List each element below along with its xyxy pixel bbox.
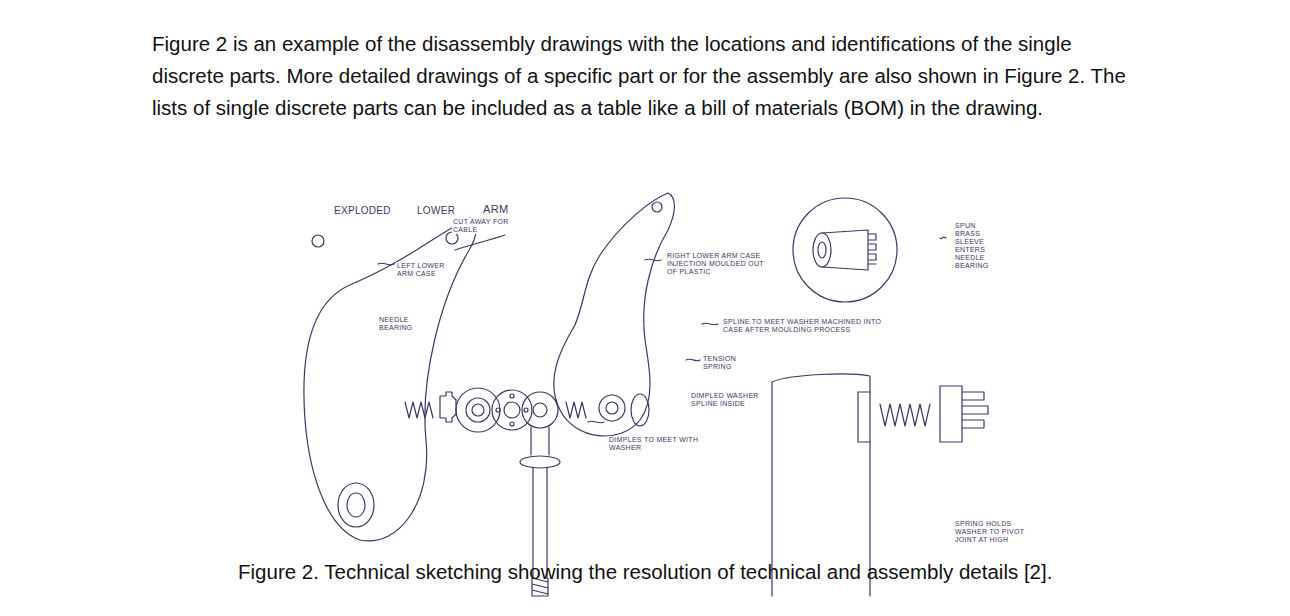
part-label: ARM [482, 203, 509, 216]
part-label: NEEDLE BEARING [378, 316, 422, 332]
pivot-boss [338, 483, 374, 527]
shaft-flange [520, 456, 560, 468]
shaft-eye [522, 392, 558, 428]
left-arm-case [304, 218, 476, 541]
part-label: SPRING HOLDS WASHER TO PIVOT JOINT AT HI… [954, 520, 1038, 544]
washer [472, 404, 484, 416]
sleeve [813, 233, 831, 267]
needle-bearing [606, 402, 618, 414]
case-recess [858, 392, 870, 442]
figure-caption: Figure 2. Technical sketching showing th… [238, 560, 1052, 584]
washer [631, 394, 649, 426]
washer [466, 398, 490, 422]
washer [456, 388, 500, 432]
part-label: DIMPLES TO MEET WITH WASHER [608, 436, 710, 452]
tension-spring [405, 402, 433, 418]
tension-spring [880, 404, 930, 426]
hole [312, 235, 324, 247]
part-label: EXPLODED [333, 205, 392, 217]
dimpled-washer [504, 402, 520, 418]
part-label: RIGHT LOWER ARM CASE INJECTION MOULDED O… [666, 252, 768, 276]
spline-ring [440, 392, 456, 422]
part-label: CUT AWAY FOR CABLE [452, 218, 510, 234]
part-label: SPLINE TO MEET WASHER MACHINED INTO CASE… [722, 318, 884, 334]
right-arm-case [554, 193, 675, 436]
pivot-boss [347, 493, 365, 517]
part-label: SPUN BRASS SLEEVE ENTERS NEEDLE BEARING [954, 222, 1004, 270]
tension-spring [566, 402, 586, 418]
shaft [531, 427, 549, 455]
cable-cutaway [455, 235, 505, 250]
shaft-eye [533, 403, 547, 417]
part-label: DIMPLED WASHER SPLINE INSIDE [690, 392, 770, 408]
dimpled-washer [492, 390, 532, 430]
spline-block [940, 386, 988, 442]
body-text: Figure 2 is an example of the disassembl… [152, 28, 1142, 124]
hole [652, 202, 662, 212]
part-label: LOWER [416, 205, 456, 217]
part-label: LEFT LOWER ARM CASE [396, 262, 450, 278]
part-label: TENSION SPRING [702, 355, 754, 371]
sleeve-spline [822, 230, 876, 270]
needle-bearing [599, 395, 625, 421]
detail-circle [793, 198, 897, 302]
